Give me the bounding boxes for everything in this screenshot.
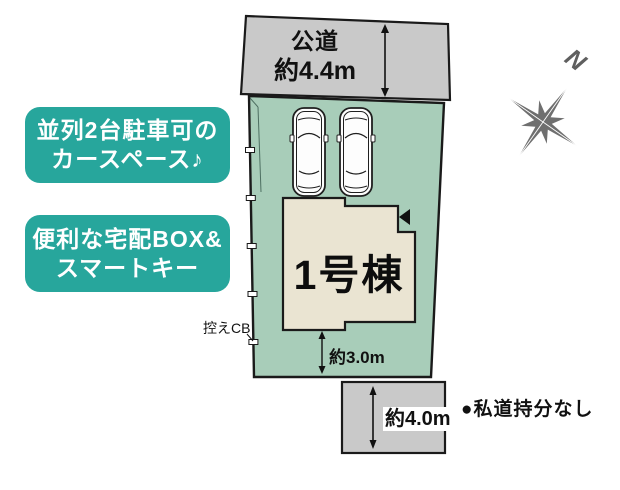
- private-road-note: ●私道持分なし: [461, 399, 594, 420]
- cb-wall-label: 控えCB: [203, 320, 251, 336]
- setback-dimension-arrow: [318, 331, 326, 374]
- top-road-shape: [239, 14, 452, 102]
- top-road-dimension-arrow: [381, 24, 389, 97]
- cb-wall-ticks: [245, 147, 259, 345]
- delivery-box-callout-line2: スマートキー: [55, 254, 200, 281]
- top-road-width: 約4.4m: [274, 56, 356, 85]
- bottom-road-dimension-arrow: [369, 386, 377, 449]
- car-icon-1: [289, 107, 329, 197]
- delivery-box-callout: 便利な宅配BOX& スマートキー: [25, 215, 230, 292]
- top-road-label: 公道 約4.4m: [253, 27, 377, 87]
- entrance-arrow-icon: [399, 209, 410, 225]
- building-shape: [281, 196, 417, 332]
- parking-callout-line1: 並列2台駐車可の: [36, 117, 219, 144]
- setback-label: 約3.0m: [329, 348, 385, 367]
- delivery-box-callout-line1: 便利な宅配BOX&: [32, 225, 223, 252]
- top-road-name: 公道: [291, 28, 339, 54]
- compass-rose-icon: [508, 87, 578, 157]
- cb-leader-line: [246, 333, 254, 342]
- parking-callout-line2: カースペース♪: [51, 146, 204, 172]
- lot-wall-detail: [249, 97, 262, 193]
- bottom-road-width: 約4.0m: [383, 407, 453, 431]
- building-label: 1号棟: [293, 252, 405, 298]
- car-icon-2: [336, 107, 376, 197]
- parking-callout: 並列2台駐車可の カースペース♪: [25, 107, 230, 183]
